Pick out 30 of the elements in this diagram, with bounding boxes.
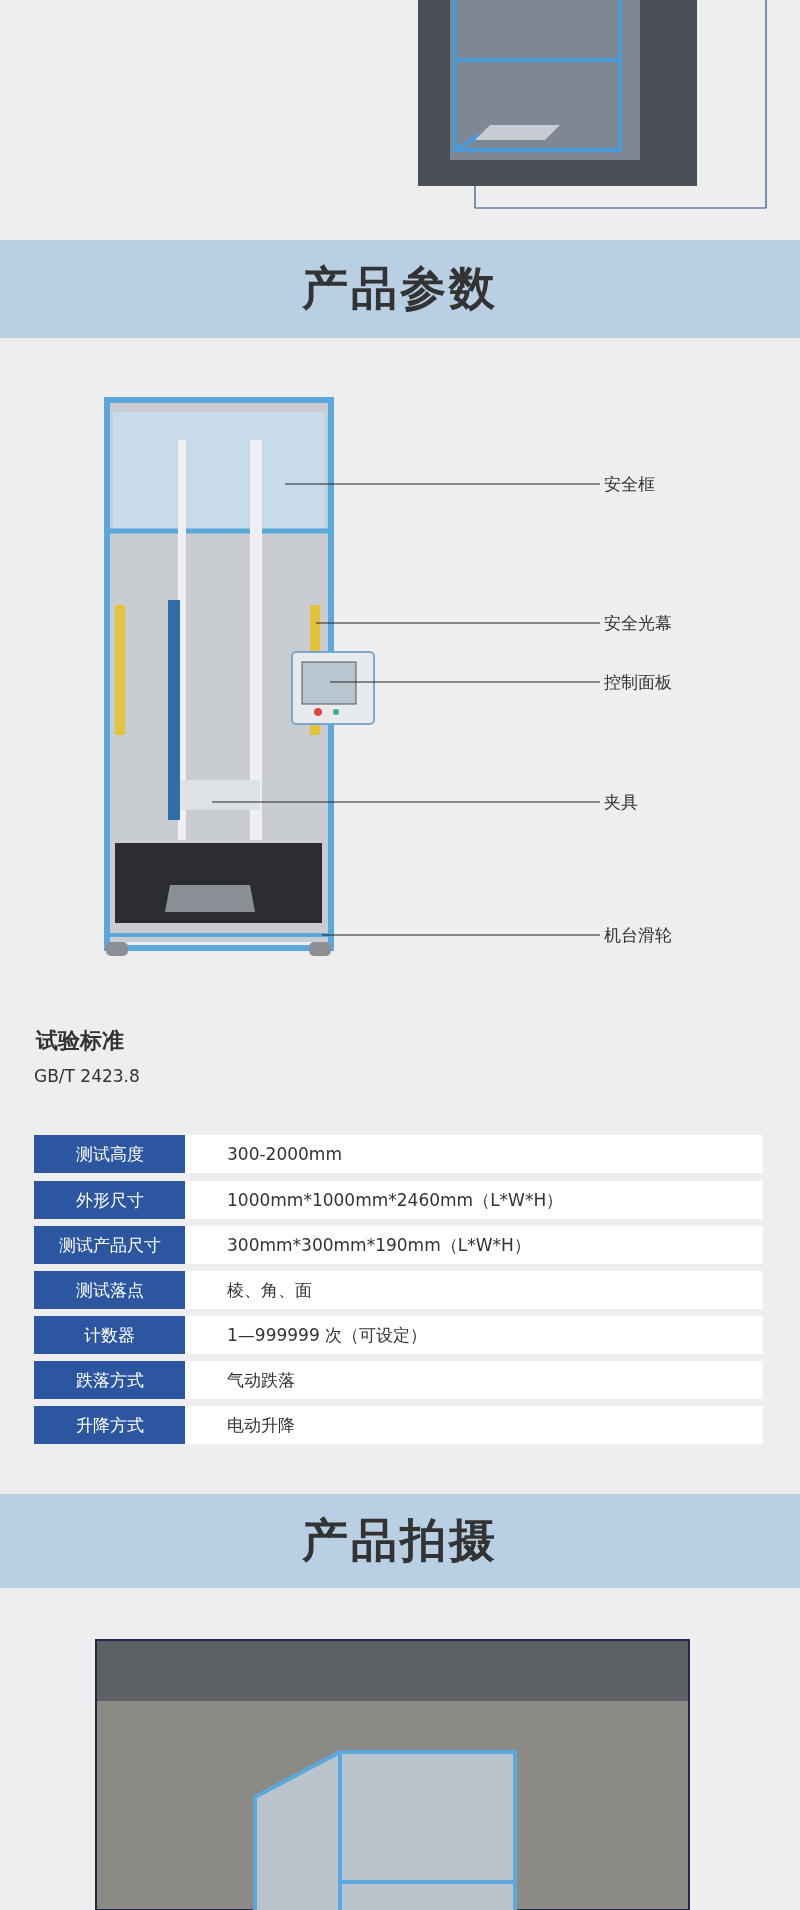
parameter-name-cell: 测试高度 — [34, 1135, 185, 1173]
parameter-name-cell: 计数器 — [34, 1316, 185, 1354]
section-heading: 试验标准 — [36, 1027, 124, 1055]
callout-label: 机台滑轮 — [604, 925, 672, 945]
parameter-value-cell: 棱、角、面 — [185, 1271, 763, 1309]
leader-line — [315, 622, 601, 624]
leader-line — [284, 483, 601, 485]
callout-label: 控制面板 — [604, 672, 672, 692]
parameter-value-cell: 1—999999 次（可设定） — [185, 1316, 763, 1354]
leader-line — [211, 801, 601, 803]
parameter-value-cell: 300mm*300mm*190mm（L*W*H） — [185, 1226, 763, 1264]
standard-text: GB/T 2423.8 — [34, 1066, 140, 1086]
parameter-value-cell: 气动跌落 — [185, 1361, 763, 1399]
section-title: 产品拍摄 — [302, 1512, 498, 1569]
parameter-name-cell: 跌落方式 — [34, 1361, 185, 1399]
section-banner — [0, 1494, 800, 1588]
leader-line — [329, 681, 601, 683]
callout-label: 夹具 — [604, 792, 638, 812]
parameter-name-cell: 外形尺寸 — [34, 1181, 185, 1219]
parameter-name-cell: 升降方式 — [34, 1406, 185, 1444]
parameter-value-cell: 300-2000mm — [185, 1135, 763, 1173]
parameter-name-cell: 测试产品尺寸 — [34, 1226, 185, 1264]
parameter-name-cell: 测试落点 — [34, 1271, 185, 1309]
callout-label: 安全光幕 — [604, 613, 672, 633]
parameter-value-cell: 电动升降 — [185, 1406, 763, 1444]
leader-line — [321, 934, 601, 936]
parameter-value-cell: 1000mm*1000mm*2460mm（L*W*H） — [185, 1181, 763, 1219]
section-title: 产品参数 — [302, 260, 498, 317]
callout-label: 安全框 — [604, 474, 655, 494]
section-banner — [0, 240, 800, 338]
